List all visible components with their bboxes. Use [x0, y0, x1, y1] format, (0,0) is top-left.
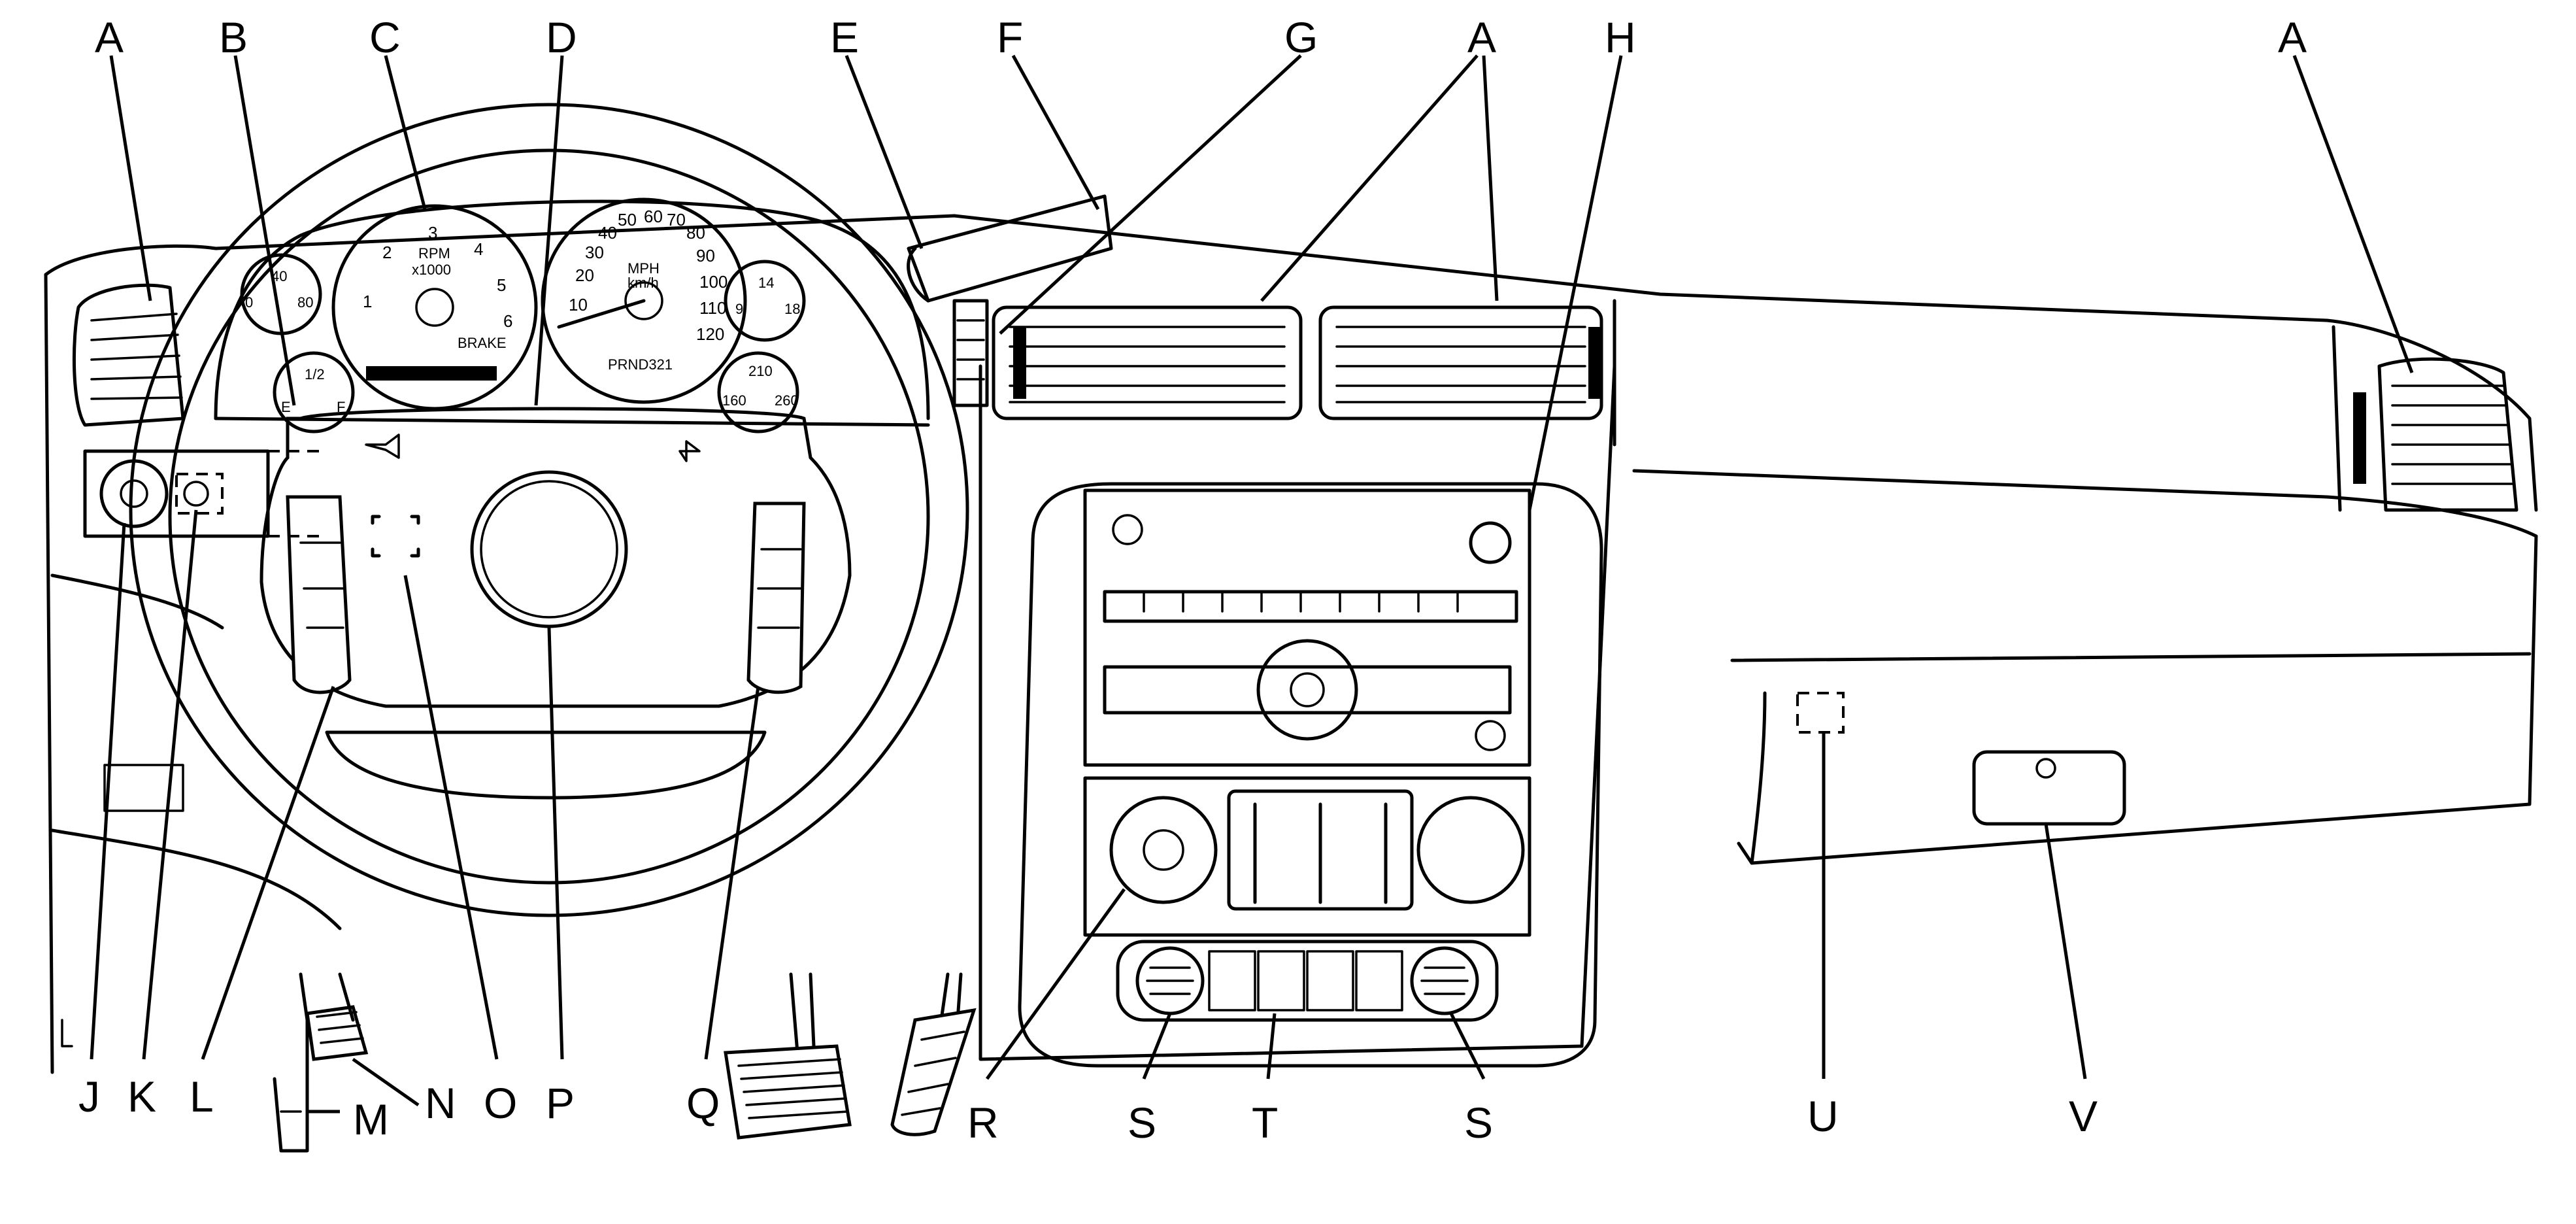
- brake-label: BRAKE: [458, 335, 507, 351]
- callout-m: M: [353, 1095, 389, 1144]
- brake-pedal: [724, 972, 852, 1140]
- callout-labels: A B C D E F G A H A J K L M N O P Q R S …: [78, 13, 2307, 1147]
- tach-tick-1: 1: [363, 292, 372, 311]
- callout-e: E: [830, 13, 859, 61]
- callout-k: K: [127, 1072, 156, 1121]
- voltmeter-gauge: 14 9 18: [724, 260, 806, 342]
- callout-q: Q: [686, 1079, 720, 1127]
- speedo-unit-mph: MPH: [627, 260, 660, 277]
- callout-s-left: S: [1128, 1098, 1156, 1147]
- callout-p: P: [546, 1079, 575, 1127]
- speedo-tick-30: 30: [585, 243, 604, 262]
- fuel-gauge-half: 1/2: [305, 366, 325, 382]
- horn-icon-right: [678, 440, 701, 462]
- oil-gauge-low: 0: [245, 294, 253, 311]
- speedo-tick-90: 90: [696, 246, 715, 265]
- callout-leader-lines: [90, 54, 2414, 1114]
- callout-c: C: [369, 13, 401, 61]
- center-vents: [952, 299, 1603, 420]
- hood-release: [61, 764, 184, 1047]
- callout-b: B: [219, 13, 248, 61]
- speedo-unit-kmh: km/h: [627, 275, 659, 291]
- glovebox: [1796, 692, 2126, 826]
- temp-gauge-low: 160: [722, 392, 746, 409]
- volt-gauge-mid: 14: [758, 275, 774, 291]
- speedo-tick-20: 20: [575, 265, 594, 285]
- dashboard-outline: [44, 214, 2538, 1074]
- center-stack: [979, 364, 1616, 1068]
- bracket-marker-icon: [371, 515, 420, 558]
- callout-l: L: [190, 1072, 214, 1121]
- volt-gauge-high: 18: [784, 301, 800, 317]
- speedo-tick-100: 100: [699, 272, 728, 292]
- tach-tick-3: 3: [428, 223, 437, 243]
- headlamp-control-panel: [83, 449, 320, 538]
- temp-gauge-mid: 210: [748, 363, 773, 379]
- oil-gauge-high: 80: [297, 294, 313, 311]
- left-vent: [72, 283, 185, 427]
- tach-unit-top: RPM: [418, 245, 450, 262]
- speedo-tick-70: 70: [667, 210, 686, 230]
- fuel-gauge-empty: E: [281, 399, 291, 415]
- rearview-mirror: [907, 194, 1113, 303]
- tach-tick-2: 2: [382, 243, 392, 262]
- speedo-tick-10: 10: [569, 295, 588, 314]
- tachometer: 1 2 3 4 5 6 RPM x1000 BRAKE: [331, 204, 538, 411]
- speedo-tick-50: 50: [618, 210, 637, 230]
- seat-heater-dial-right: [1410, 946, 1479, 1015]
- speedometer-needle: [557, 299, 646, 329]
- coolant-temp-gauge: 210 160 260: [717, 351, 799, 434]
- tach-unit-bottom: x1000: [412, 262, 451, 278]
- callout-o: O: [484, 1079, 517, 1127]
- callout-a-center: A: [1467, 13, 1496, 61]
- speedometer: 10 20 30 40 50 60 70 80 90 100 110 120 M…: [541, 197, 747, 404]
- callout-u: U: [1807, 1092, 1839, 1140]
- tach-tick-5: 5: [497, 275, 506, 295]
- volt-gauge-low: 9: [735, 301, 743, 317]
- right-vent: [2353, 357, 2518, 512]
- fuel-gauge: 1/2 E F: [273, 351, 355, 434]
- callout-n: N: [425, 1079, 456, 1127]
- tach-tick-6: 6: [503, 311, 512, 331]
- speedo-tick-110: 110: [699, 298, 726, 318]
- callout-a-right: A: [2278, 13, 2307, 61]
- callout-j: J: [78, 1072, 100, 1121]
- callout-g: G: [1284, 13, 1318, 61]
- callout-a-left: A: [95, 13, 124, 61]
- callout-f: F: [997, 13, 1023, 61]
- parking-brake-pedal: [273, 972, 369, 1153]
- speedo-tick-60: 60: [644, 207, 663, 226]
- speedo-tick-40: 40: [598, 223, 617, 243]
- callout-r: R: [967, 1098, 999, 1147]
- speedo-tick-120: 120: [696, 324, 724, 344]
- instrument-cluster: 40 0 80 1/2 E F 1 2 3 4 5 6 RPM x1000 BR…: [214, 197, 930, 434]
- callout-t: T: [1252, 1098, 1278, 1147]
- callout-d: D: [546, 13, 577, 61]
- fuel-gauge-full: F: [337, 399, 345, 415]
- accelerator-pedal: [890, 972, 977, 1136]
- steering-wheel: [129, 103, 969, 917]
- horn-icon-left: [365, 434, 400, 459]
- callout-h: H: [1605, 13, 1636, 61]
- temp-gauge-high: 260: [775, 392, 799, 409]
- speedo-tick-80: 80: [686, 223, 705, 243]
- tach-tick-4: 4: [474, 239, 483, 259]
- prndl-indicator: PRND321: [608, 356, 673, 373]
- callout-s-right: S: [1464, 1098, 1493, 1147]
- callout-v: V: [2069, 1092, 2098, 1140]
